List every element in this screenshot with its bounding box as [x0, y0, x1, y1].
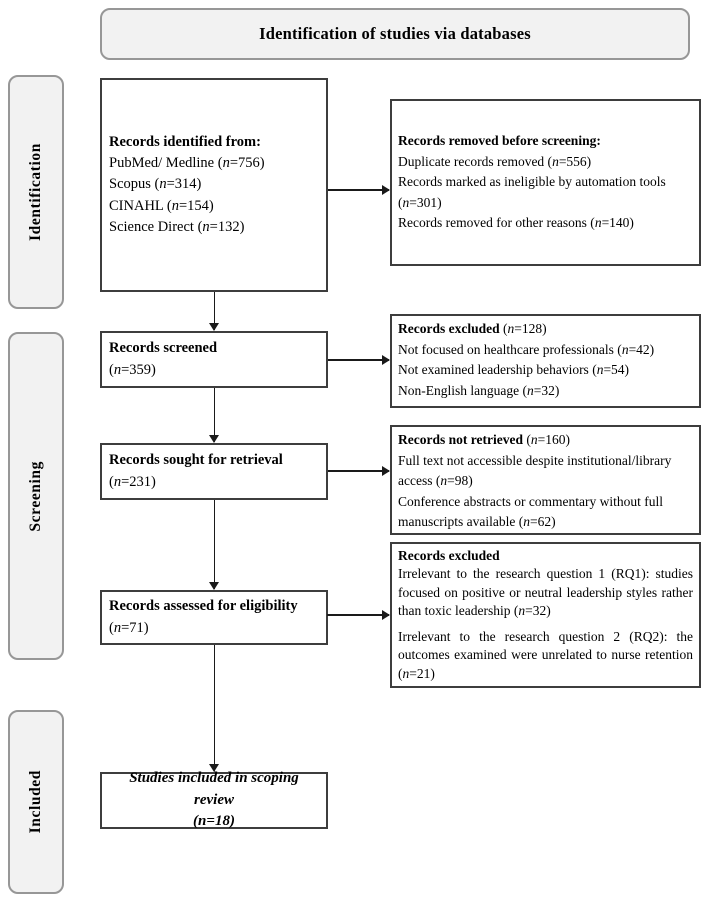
- not-retrieved-reason-line: Conference abstracts or commentary witho…: [398, 493, 664, 530]
- removed-reason-line: Records removed for other reasons (n=140…: [398, 215, 634, 231]
- excluded-eligibility-paragraph: Irrelevant to the research question 1 (R…: [398, 566, 693, 619]
- box-records-screened: Records screened (n=359): [100, 331, 328, 388]
- arrow-assessed-to-excluded: [327, 614, 389, 616]
- paragraph-spacer: [398, 620, 693, 627]
- records-assessed-heading: Records assessed for eligibility: [109, 598, 298, 615]
- arrow-sought-to-assessed: [213, 500, 216, 589]
- studies-included-text: Studies included in scoping review: [129, 769, 299, 808]
- records-identified-heading: Records identified from:: [109, 134, 261, 151]
- box-studies-included: Studies included in scoping review (n=18…: [100, 770, 328, 829]
- arrow-identified-to-screened: [213, 292, 216, 330]
- records-assessed-count: (n=71): [109, 619, 149, 636]
- arrow-identified-to-removed: [328, 189, 389, 191]
- excluded-eligibility-heading: Records excluded: [398, 548, 500, 563]
- box-records-excluded-screening: Records excluded (n=128) Not focused on …: [390, 314, 701, 408]
- removed-reason-line: Duplicate records removed (n=556): [398, 153, 592, 169]
- excluded-reason-line: Not examined leadership behaviors (n=54): [398, 362, 630, 378]
- stage-included: Included: [8, 710, 64, 894]
- not-retrieved-reason-line: Full text not accessible despite institu…: [398, 452, 672, 489]
- stage-screening-label: Screening: [27, 460, 44, 532]
- stage-identification-label: Identification: [27, 143, 44, 241]
- box-records-sought: Records sought for retrieval (n=231): [100, 443, 328, 500]
- excluded-reason-line: Non-English language (n=32): [398, 382, 560, 398]
- records-screened-heading: Records screened: [109, 340, 218, 357]
- records-removed-heading: Records removed before screening:: [398, 133, 601, 149]
- removed-reason-line: Records marked as ineligible by automati…: [398, 174, 666, 210]
- diagram-title-banner: Identification of studies via databases: [100, 8, 690, 60]
- box-records-assessed: Records assessed for eligibility (n=71): [100, 590, 328, 645]
- database-line: Scopus (n=314): [109, 176, 202, 193]
- box-records-excluded-eligibility: Records excluded Irrelevant to the resea…: [390, 542, 701, 688]
- box-records-removed: Records removed before screening: Duplic…: [390, 99, 701, 266]
- records-sought-count: (n=231): [109, 473, 156, 490]
- records-excluded-count: (n=128): [503, 321, 547, 336]
- arrow-screened-to-excluded: [328, 359, 389, 361]
- excluded-eligibility-paragraph: Irrelevant to the research question 2 (R…: [398, 628, 693, 681]
- box-records-identified: Records identified from: PubMed/ Medline…: [100, 78, 328, 292]
- not-retrieved-heading: Records not retrieved: [398, 432, 523, 447]
- stage-identification: Identification: [8, 75, 64, 309]
- database-line: CINAHL (n=154): [109, 197, 214, 214]
- arrow-assessed-to-included: [213, 645, 216, 771]
- records-excluded-heading: Records excluded: [398, 321, 500, 336]
- records-excluded-heading-line: Records excluded (n=128): [398, 319, 693, 340]
- records-screened-count: (n=359): [109, 361, 156, 378]
- records-sought-heading: Records sought for retrieval: [109, 452, 283, 469]
- stage-included-label: Included: [27, 770, 44, 834]
- arrow-sought-to-not-retrieved: [328, 470, 389, 472]
- box-records-not-retrieved: Records not retrieved (n=160) Full text …: [390, 425, 701, 535]
- database-line: PubMed/ Medline (n=756): [109, 155, 265, 172]
- diagram-title: Identification of studies via databases: [259, 24, 531, 43]
- database-line: Science Direct (n=132): [109, 218, 245, 235]
- not-retrieved-count: (n=160): [526, 432, 570, 447]
- not-retrieved-heading-line: Records not retrieved (n=160): [398, 430, 693, 451]
- excluded-reason-line: Not focused on healthcare professionals …: [398, 341, 655, 357]
- studies-included-count: (n=18): [193, 813, 235, 830]
- arrow-screened-to-sought: [213, 388, 216, 442]
- stage-screening: Screening: [8, 332, 64, 660]
